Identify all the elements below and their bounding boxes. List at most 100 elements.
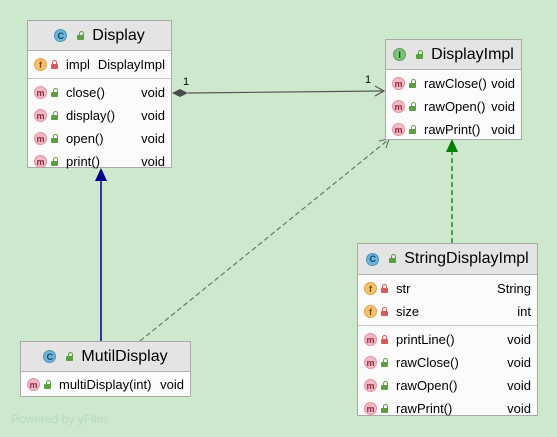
- method-row[interactable]: m rawClose() void: [386, 72, 521, 95]
- public-visibility-icon: [50, 156, 60, 167]
- class-kind-icon: C: [366, 252, 380, 266]
- class-name: Display: [92, 26, 145, 44]
- method-return-type: void: [491, 99, 515, 114]
- method-row[interactable]: m rawPrint() void: [386, 118, 521, 141]
- method-return-type: void: [507, 332, 531, 347]
- field-type: int: [517, 304, 531, 319]
- method-row[interactable]: m close() void: [28, 81, 171, 104]
- multiplicity-source: 1: [183, 76, 190, 88]
- method-icon: m: [392, 77, 405, 90]
- method-icon: m: [34, 155, 47, 168]
- inheritance-arrowhead: [95, 168, 107, 181]
- field-icon: f: [364, 282, 377, 295]
- composition-diamond: [172, 89, 188, 97]
- method-row[interactable]: m rawOpen() void: [386, 95, 521, 118]
- method-icon: m: [392, 100, 405, 113]
- method-return-type: void: [141, 131, 165, 146]
- method-name: multiDisplay(int): [59, 377, 152, 392]
- field-icon: f: [364, 305, 377, 318]
- composition-edge: [187, 90, 384, 94]
- method-return-type: void: [141, 108, 165, 123]
- method-icon: m: [364, 402, 377, 415]
- method-icon: m: [34, 132, 47, 145]
- method-return-type: void: [141, 85, 165, 100]
- class-kind-icon: C: [43, 350, 57, 363]
- method-name: open(): [66, 131, 104, 146]
- method-row[interactable]: m multiDisplay(int) void: [21, 373, 190, 396]
- methods-section: m rawClose() void m rawOpen() void m raw…: [386, 70, 521, 143]
- public-visibility-icon: [408, 124, 418, 135]
- public-visibility-icon: [50, 133, 60, 144]
- composition-arrowhead: [374, 85, 386, 97]
- multiplicity-target: 1: [365, 74, 372, 86]
- class-header: C Display: [28, 21, 171, 51]
- class-mutil-display[interactable]: C MutilDisplay m multiDisplay(int) void: [20, 341, 191, 397]
- method-icon: m: [34, 86, 47, 99]
- fields-section: f str String f size int: [358, 275, 537, 326]
- private-visibility-icon: [380, 306, 390, 317]
- methods-section: m printLine() void m rawClose() void m r…: [358, 326, 537, 422]
- watermark: Powered by yFiles: [11, 412, 110, 426]
- fields-section: f impl DisplayImpl: [28, 51, 171, 79]
- private-visibility-icon: [380, 334, 390, 345]
- class-display[interactable]: C Display f impl DisplayImpl m close() v…: [27, 20, 172, 169]
- field-name: impl: [66, 57, 90, 72]
- method-return-type: void: [507, 378, 531, 393]
- field-type: String: [497, 281, 531, 296]
- method-return-type: void: [160, 377, 184, 392]
- method-row[interactable]: m rawPrint() void: [358, 397, 537, 420]
- public-visibility-icon: [415, 49, 425, 60]
- methods-section: m multiDisplay(int) void: [21, 372, 190, 397]
- field-type: DisplayImpl: [97, 57, 165, 72]
- method-return-type: void: [491, 76, 515, 91]
- public-visibility-icon: [50, 87, 60, 98]
- class-header: C MutilDisplay: [21, 342, 190, 372]
- class-name: DisplayImpl: [431, 45, 514, 63]
- method-name: close(): [66, 85, 106, 100]
- public-visibility-icon: [50, 110, 60, 121]
- method-icon: m: [27, 378, 40, 391]
- method-name: rawOpen(): [396, 378, 458, 393]
- public-visibility-icon: [408, 78, 418, 89]
- interface-display-impl[interactable]: I DisplayImpl m rawClose() void m rawOpe…: [385, 39, 522, 140]
- method-name: rawPrint(): [396, 401, 453, 416]
- field-row[interactable]: f impl DisplayImpl: [28, 53, 171, 76]
- method-icon: m: [392, 123, 405, 136]
- public-visibility-icon: [408, 101, 418, 112]
- method-return-type: void: [141, 154, 165, 169]
- public-visibility-icon: [388, 254, 398, 264]
- methods-section: m close() void m display() void m open()…: [28, 79, 171, 175]
- field-name: size: [396, 304, 420, 319]
- method-name: rawClose(): [424, 76, 487, 91]
- public-visibility-icon: [380, 357, 390, 368]
- public-visibility-icon: [380, 380, 390, 391]
- class-header: C StringDisplayImpl: [358, 244, 537, 275]
- method-row[interactable]: m rawOpen() void: [358, 374, 537, 397]
- interface-kind-icon: I: [393, 48, 407, 61]
- field-name: str: [396, 281, 411, 296]
- method-row[interactable]: m open() void: [28, 127, 171, 150]
- public-visibility-icon: [76, 30, 86, 41]
- private-visibility-icon: [380, 283, 390, 294]
- method-return-type: void: [491, 122, 515, 137]
- field-icon: f: [34, 58, 47, 71]
- method-icon: m: [364, 356, 377, 369]
- field-row[interactable]: f str String: [358, 277, 537, 300]
- method-row[interactable]: m rawClose() void: [358, 351, 537, 374]
- class-name: StringDisplayImpl: [404, 250, 529, 267]
- public-visibility-icon: [380, 403, 390, 414]
- method-name: rawPrint(): [424, 122, 481, 137]
- private-visibility-icon: [50, 59, 60, 70]
- field-row[interactable]: f size int: [358, 300, 537, 323]
- class-string-display-impl[interactable]: C StringDisplayImpl f str String f size …: [357, 243, 538, 416]
- method-row[interactable]: m display() void: [28, 104, 171, 127]
- class-header: I DisplayImpl: [386, 40, 521, 70]
- method-name: rawClose(): [396, 355, 459, 370]
- method-name: print(): [66, 154, 100, 169]
- public-visibility-icon: [43, 379, 53, 390]
- method-row[interactable]: m printLine() void: [358, 328, 537, 351]
- method-name: rawOpen(): [424, 99, 486, 114]
- method-icon: m: [34, 109, 47, 122]
- method-row[interactable]: m print() void: [28, 150, 171, 173]
- method-return-type: void: [507, 401, 531, 416]
